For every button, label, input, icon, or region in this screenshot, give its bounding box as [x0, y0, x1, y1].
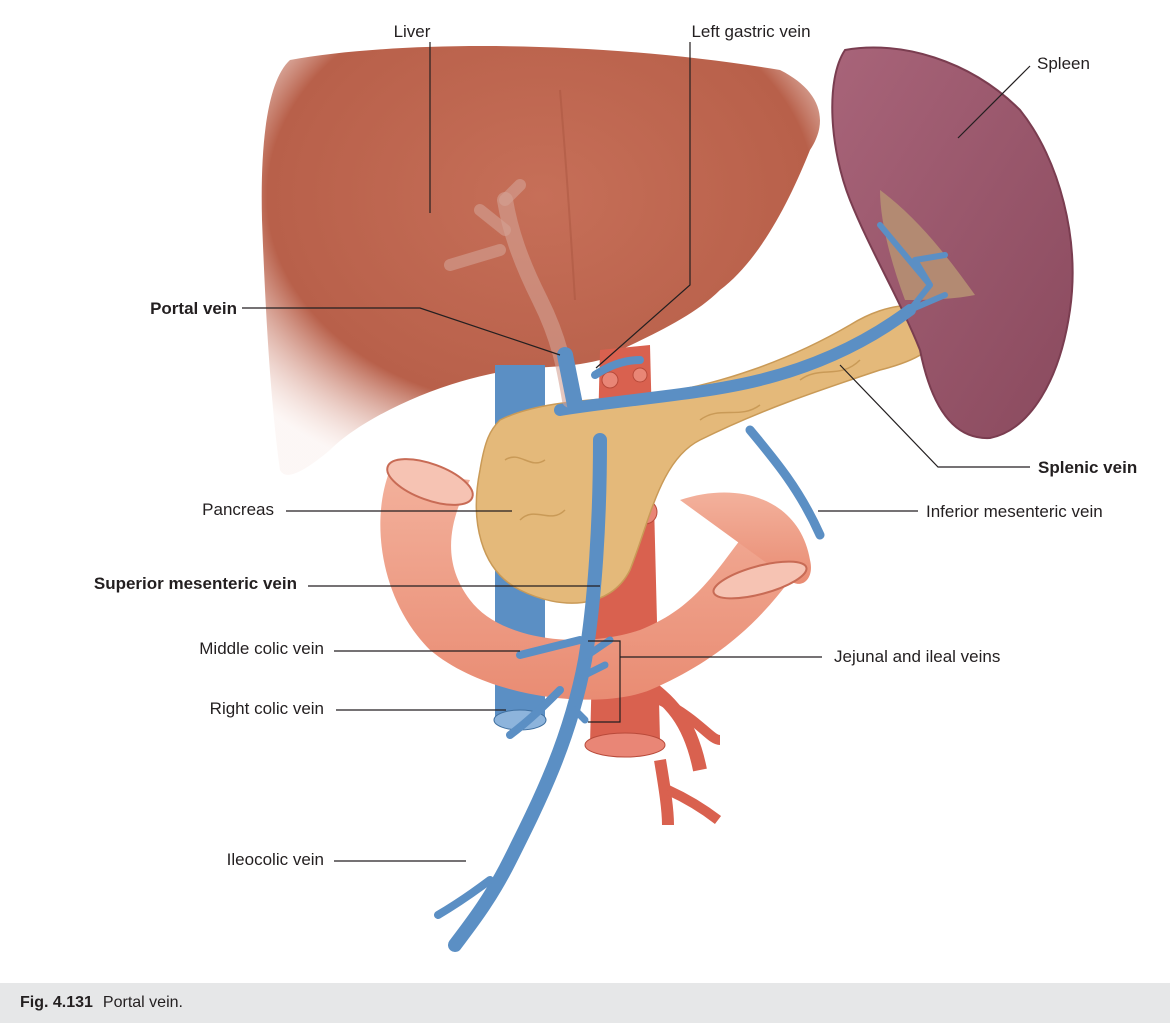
label-superior-mesenteric-vein: Superior mesenteric vein	[94, 574, 297, 593]
liver-shape	[261, 46, 821, 475]
label-left-gastric-vein: Left gastric vein	[691, 22, 810, 41]
label-portal-vein: Portal vein	[150, 299, 237, 318]
leader-lines	[242, 42, 1031, 862]
label-jejunal-and-ileal-veins: Jejunal and ileal veins	[834, 647, 1000, 666]
figure-number: Fig. 4.131	[20, 994, 93, 1011]
spleen-shape	[831, 46, 1074, 440]
label-ileocolic-vein: Ileocolic vein	[227, 850, 324, 869]
label-right-colic-vein: Right colic vein	[210, 699, 324, 718]
portal-venous-system	[434, 179, 948, 952]
figure-caption-text: Portal vein.	[102, 994, 183, 1011]
label-liver: Liver	[394, 22, 431, 41]
duodenum-shape	[380, 458, 811, 700]
label-splenic-vein: Splenic vein	[1038, 458, 1137, 477]
label-spleen: Spleen	[1037, 54, 1090, 73]
portal-vein-diagram: Liver Left gastric vein Spleen Portal ve…	[94, 22, 1137, 952]
label-inferior-mesenteric-vein: Inferior mesenteric vein	[926, 502, 1103, 521]
label-pancreas: Pancreas	[202, 500, 274, 519]
label-middle-colic-vein: Middle colic vein	[199, 639, 324, 658]
figure-caption: Fig. 4.131 Portal vein.	[0, 983, 1170, 1023]
